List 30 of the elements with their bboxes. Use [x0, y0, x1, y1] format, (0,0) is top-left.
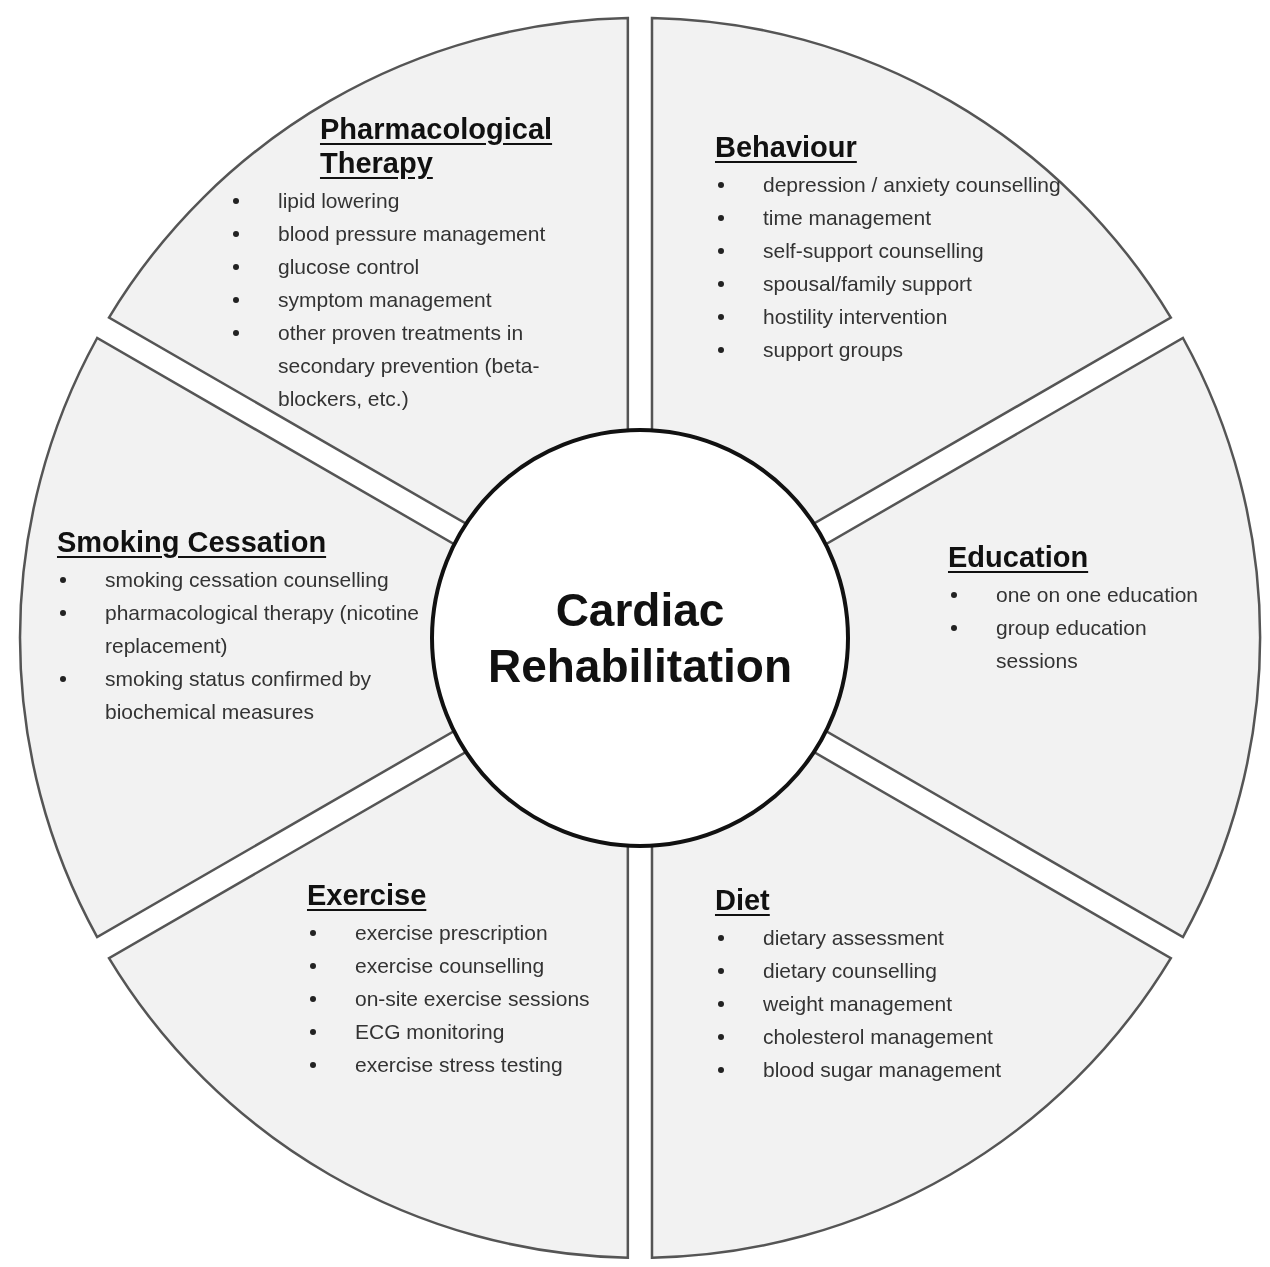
- bullet-item: one on one education: [948, 578, 1208, 611]
- bullet-item: spousal/family support: [715, 267, 1065, 300]
- bullet-item: cholesterol management: [715, 1020, 1025, 1053]
- bullet-item: exercise prescription: [307, 916, 617, 949]
- bullet-item: exercise stress testing: [307, 1048, 617, 1081]
- center-title: Cardiac Rehabilitation: [486, 583, 794, 694]
- bullet-item: ECG monitoring: [307, 1015, 617, 1048]
- bullet-item: weight management: [715, 987, 1025, 1020]
- sector-heading: Pharmacological Therapy: [320, 112, 554, 180]
- bullet-item: time management: [715, 201, 1065, 234]
- bullet-item: on-site exercise sessions: [307, 982, 617, 1015]
- sector-heading: Smoking Cessation: [57, 525, 328, 559]
- bullet-item: hostility intervention: [715, 300, 1065, 333]
- bullet-item: exercise counselling: [307, 949, 617, 982]
- bullet-item: blood pressure management: [230, 217, 620, 250]
- bullet-item: depression / anxiety counselling: [715, 168, 1065, 201]
- bullet-item: other proven treatments in secondary prevention (beta-blockers, etc.): [230, 316, 620, 415]
- bullet-item: dietary counselling: [715, 954, 1025, 987]
- bullet-item: dietary assessment: [715, 921, 1025, 954]
- bullet-item: blood sugar management: [715, 1053, 1025, 1086]
- sector-heading: Diet: [715, 883, 771, 917]
- bullet-item: glucose control: [230, 250, 620, 283]
- bullet-item: support groups: [715, 333, 1065, 366]
- sector-heading: Exercise: [307, 878, 428, 912]
- sector-heading: Behaviour: [715, 130, 858, 164]
- bullet-item: self-support counselling: [715, 234, 1065, 267]
- bullet-item: symptom management: [230, 283, 620, 316]
- sector-heading: Education: [948, 540, 1090, 574]
- bullet-item: lipid lowering: [230, 184, 620, 217]
- bullet-item: group education sessions: [948, 611, 1208, 677]
